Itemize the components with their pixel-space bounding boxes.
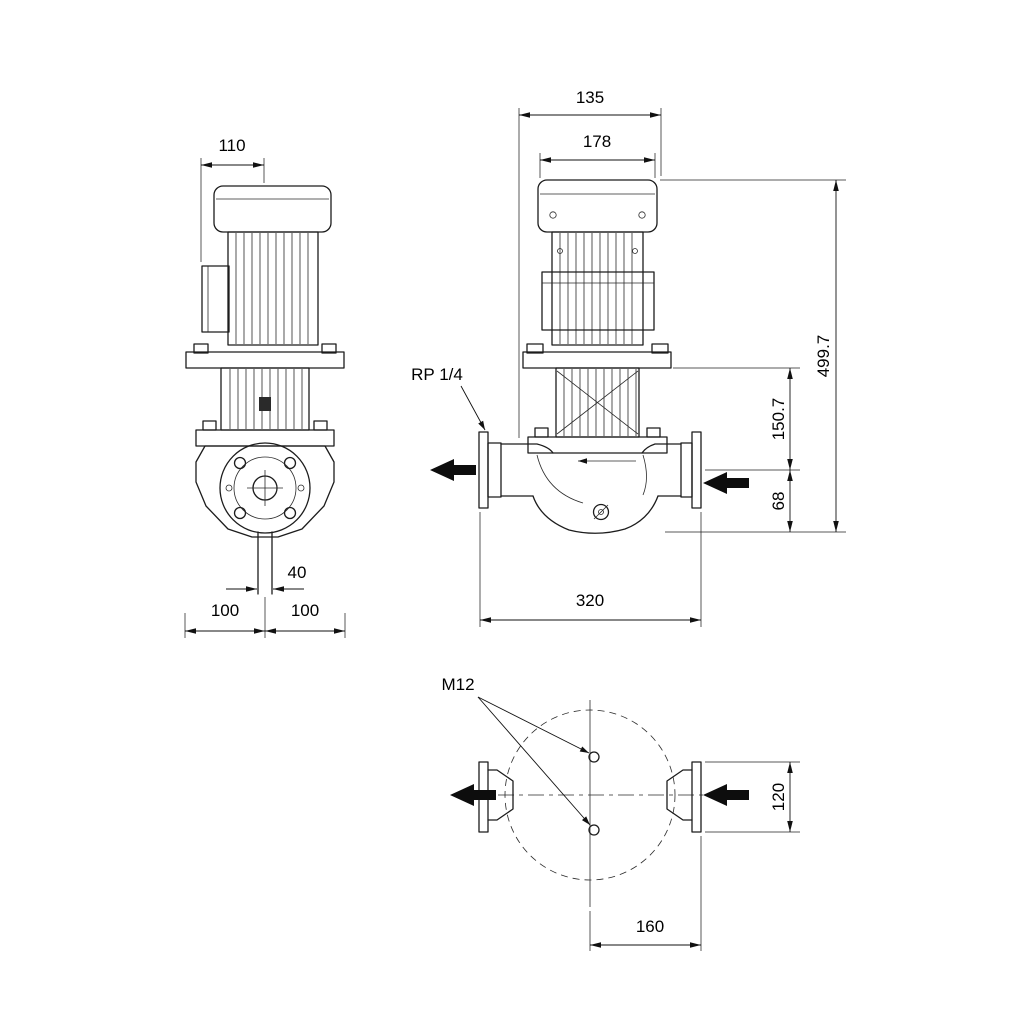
flow-arrow-in-top-icon [703, 784, 749, 806]
dim-68-label: 68 [769, 492, 788, 511]
dim-center-to-flange: 160 [589, 836, 702, 951]
flow-arrow-out-top-icon [450, 784, 496, 806]
dim-40-label: 40 [288, 563, 307, 582]
dim-100-right-label: 100 [291, 601, 319, 620]
top-view: M12 120 160 [441, 675, 800, 951]
flow-arrow-in-icon [703, 472, 749, 494]
front-motor [185, 185, 345, 369]
label-bolt-thread: M12 [441, 675, 591, 826]
terminal-box [201, 265, 230, 333]
dim-499-7-label: 499.7 [814, 335, 833, 378]
pipe-stub [257, 531, 273, 595]
dim-flange-width: 120 [705, 761, 800, 833]
drain-plug [592, 503, 610, 521]
flow-arrow-out-icon [430, 459, 476, 481]
rp-quarter-label: RP 1/4 [411, 365, 463, 384]
dim-100-left-label: 100 [211, 601, 239, 620]
front-view: 110 40 100 100 [184, 136, 346, 638]
side-volute [478, 431, 702, 534]
dim-base-chain: 100 100 [184, 597, 346, 638]
dim-heights: 150.7 68 499.7 [660, 179, 846, 533]
terminal-box-front-face [541, 271, 655, 331]
dim-depth: 135 [518, 88, 662, 438]
dim-pipe-diameter: 40 [226, 563, 307, 592]
m12-label: M12 [441, 675, 474, 694]
bolt-hole-bottom [588, 824, 600, 836]
dim-port-to-port: 320 [479, 512, 702, 627]
dim-motor-width-front: 110 [200, 136, 265, 262]
dim-160-label: 160 [636, 917, 664, 936]
discharge-flange [691, 431, 702, 509]
front-lantern [195, 367, 335, 447]
side-motor [522, 179, 672, 369]
dim-320-label: 320 [576, 591, 604, 610]
label-gauge-port: RP 1/4 [411, 365, 486, 431]
dim-120-label: 120 [769, 783, 788, 811]
side-view: RP 1/4 135 178 320 150.7 68 499.7 [411, 88, 846, 627]
dim-135-label: 135 [576, 88, 604, 107]
dim-178-label: 178 [583, 132, 611, 151]
dim-110-label: 110 [218, 136, 245, 155]
suction-flange [478, 431, 489, 509]
front-volute [195, 442, 335, 595]
top-right-flange [666, 761, 702, 833]
bolt-hole-top [588, 751, 600, 763]
dim-motor-depth: 178 [539, 132, 656, 178]
dim-150-7-label: 150.7 [769, 398, 788, 441]
side-lantern [527, 367, 668, 454]
